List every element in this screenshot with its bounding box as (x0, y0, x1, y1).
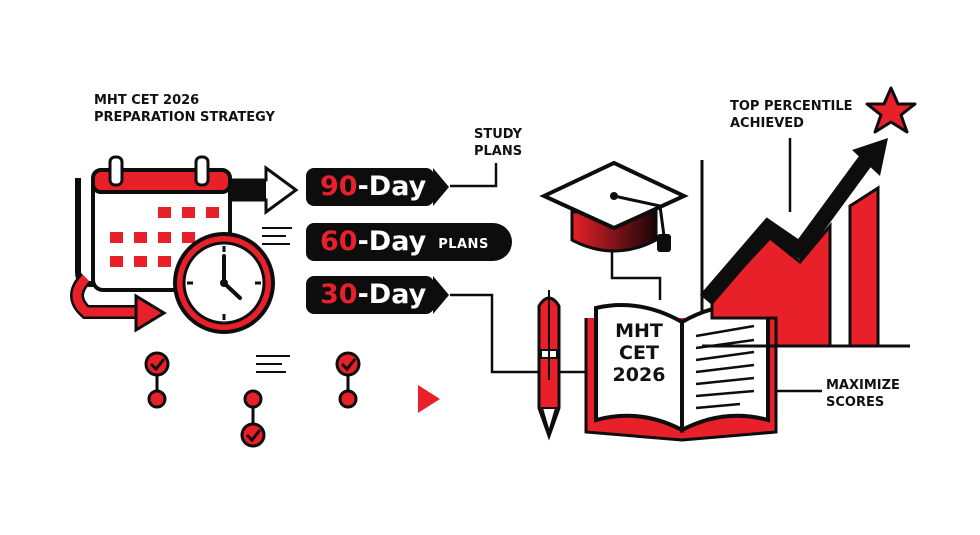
book-line-3: 2026 (612, 364, 666, 386)
heading-line-2: PREPARATION STRATEGY (94, 110, 275, 125)
book-line-2: CET (619, 342, 659, 364)
plan-number: 90 (320, 171, 358, 202)
study-plans-callout: STUDY PLANS (474, 126, 522, 160)
top-percentile-line-2: ACHIEVED (730, 116, 804, 131)
plan-pill-tip (433, 276, 449, 314)
plan-number: 30 (320, 279, 358, 310)
pen-icon (537, 290, 561, 441)
plan-pill-90-day: 90-Day (306, 168, 434, 206)
plan-suffix: -Day (357, 171, 427, 202)
maximize-scores-line-1: MAXIMIZE (826, 378, 900, 393)
graduation-cap-icon (539, 160, 689, 253)
book-title: MHT CET 2026 (599, 320, 679, 386)
book-line-1: MHT (615, 320, 663, 342)
strategy-heading: MHT CET 2026 PREPARATION STRATEGY (94, 92, 275, 126)
open-book-icon (584, 303, 778, 442)
plan-pill-tip (433, 168, 449, 206)
maximize-scores-line-2: SCORES (826, 395, 885, 410)
plan-extra-label: PLANS (438, 237, 489, 252)
star-icon (865, 86, 917, 134)
maximize-scores-callout: MAXIMIZE SCORES (826, 377, 900, 411)
study-plans-line-2: PLANS (474, 144, 523, 159)
timeline (69, 351, 440, 448)
top-percentile-line-1: TOP PERCENTILE (730, 99, 853, 114)
heading-line-1: MHT CET 2026 (94, 93, 200, 108)
plan-suffix: -Day (357, 279, 427, 310)
growth-chart-icon (699, 138, 910, 348)
plan-pill-60-day: 60-Day PLANS (306, 223, 512, 261)
plan-pill-30-day: 30-Day (306, 276, 434, 314)
top-percentile-callout: TOP PERCENTILE ACHIEVED (730, 98, 853, 132)
plan-number: 60 (320, 226, 358, 257)
plan-suffix: -Day (357, 226, 427, 257)
clock-icon (173, 232, 275, 334)
study-plans-line-1: STUDY (474, 127, 523, 142)
timeline-check-icon (144, 351, 361, 448)
